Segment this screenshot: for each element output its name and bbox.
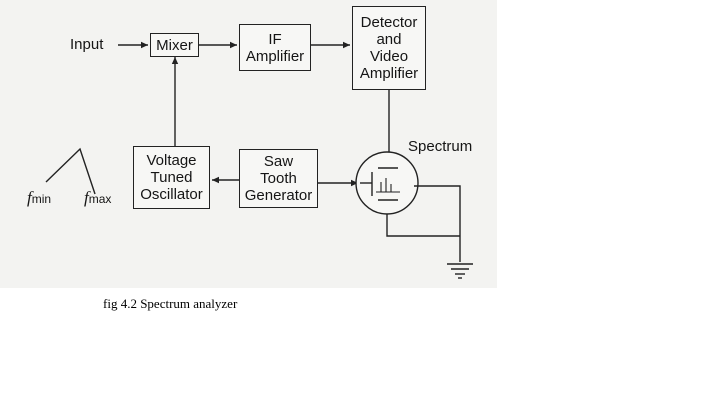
fmin-label: fmin <box>27 188 51 208</box>
voltage-tuned-oscillator-block: Voltage Tuned Oscillator <box>133 146 210 209</box>
crt-trace <box>376 178 400 193</box>
fmin-subscript: min <box>31 192 52 206</box>
crt-right-wire <box>414 185 461 262</box>
figure-panel: Input Mixer IF Amplifier Detector and Vi… <box>0 0 497 288</box>
saw-tooth-generator-block: Saw Tooth Generator <box>239 149 318 208</box>
fmin-symbol: f <box>27 188 32 207</box>
fmax-subscript: max <box>88 192 112 206</box>
crt-bottom-wire <box>386 214 460 237</box>
figure-caption: fig 4.2 Spectrum analyzer <box>103 296 238 311</box>
fmax-symbol: f <box>84 188 89 207</box>
sweep-triangle <box>45 147 96 195</box>
input-label: Input <box>70 36 104 53</box>
if-amplifier-block: IF Amplifier <box>239 24 311 71</box>
detector-video-amplifier-block: Detector and Video Amplifier <box>352 6 426 90</box>
connection-lines <box>45 41 473 279</box>
fmax-label: fmax <box>84 188 111 208</box>
mixer-block: Mixer <box>150 33 199 57</box>
spectrum-label: Spectrum <box>408 138 473 155</box>
